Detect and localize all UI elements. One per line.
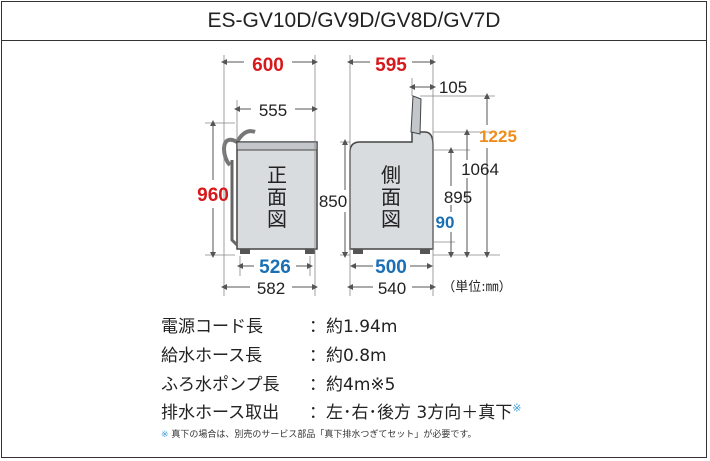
footnote-text: 真下の場合は、別売のサービス部品「真下排水つぎてセット」が必要です。	[168, 430, 477, 440]
front-width-555: 555	[259, 101, 287, 120]
side-view: 側 面 図	[319, 55, 517, 298]
spec-value: ：左･右･後方 3方向＋真下※	[309, 398, 521, 423]
model-title: ES-GV10D/GV9D/GV8D/GV7D	[2, 2, 706, 41]
front-foot-right	[305, 249, 315, 254]
spec-value: ：約1.94m	[309, 317, 398, 337]
spec-key: 給水ホース長	[161, 346, 263, 366]
side-lid-open	[410, 95, 422, 135]
side-lid-105: 105	[439, 78, 467, 97]
front-width-600: 600	[252, 55, 284, 76]
spec-key: ふろ水ポンプ長	[161, 375, 280, 395]
footnote: ※ 真下の場合は、別売のサービス部品「真下排水つぎてセット」が必要です。	[161, 427, 477, 440]
front-label-3: 図	[267, 207, 287, 231]
front-foot-582: 582	[257, 279, 285, 298]
spec-key: 排水ホース取出	[161, 403, 280, 423]
side-base-500: 500	[375, 257, 407, 278]
drain-hose	[230, 160, 239, 247]
front-foot-left	[240, 249, 250, 254]
front-view: 正 面 図 600 555 960 5	[197, 55, 318, 298]
side-foot-540: 540	[378, 279, 406, 298]
spec-key: 電源コード長	[161, 317, 263, 337]
side-label-2: 面	[381, 185, 401, 209]
front-label-2: 面	[267, 185, 287, 209]
footnote-mark-note: ※	[161, 430, 169, 440]
spec-value: ：約0.8m	[309, 346, 387, 366]
side-height-1064: 1064	[461, 160, 499, 179]
side-height-895: 895	[444, 188, 472, 207]
side-height-850: 850	[319, 192, 347, 211]
front-label-1: 正	[267, 163, 287, 187]
front-height-960: 960	[197, 185, 229, 206]
side-base-90: 90	[436, 213, 455, 232]
side-foot-left	[353, 249, 363, 254]
spec-value: ：約4m※5	[309, 375, 396, 395]
unit-label: （単位:㎜）	[442, 279, 511, 295]
spec-value-text: ：左･右･後方 3方向＋真下	[309, 403, 513, 423]
front-base-526: 526	[259, 257, 291, 278]
front-body	[236, 141, 318, 250]
side-height-1225: 1225	[479, 127, 517, 146]
front-top-panel	[236, 141, 318, 151]
side-label-3: 図	[381, 207, 401, 231]
side-foot-right	[420, 249, 430, 254]
side-label-1: 側	[381, 163, 401, 187]
footnote-mark: ※	[512, 401, 522, 415]
side-depth-595: 595	[375, 55, 407, 76]
